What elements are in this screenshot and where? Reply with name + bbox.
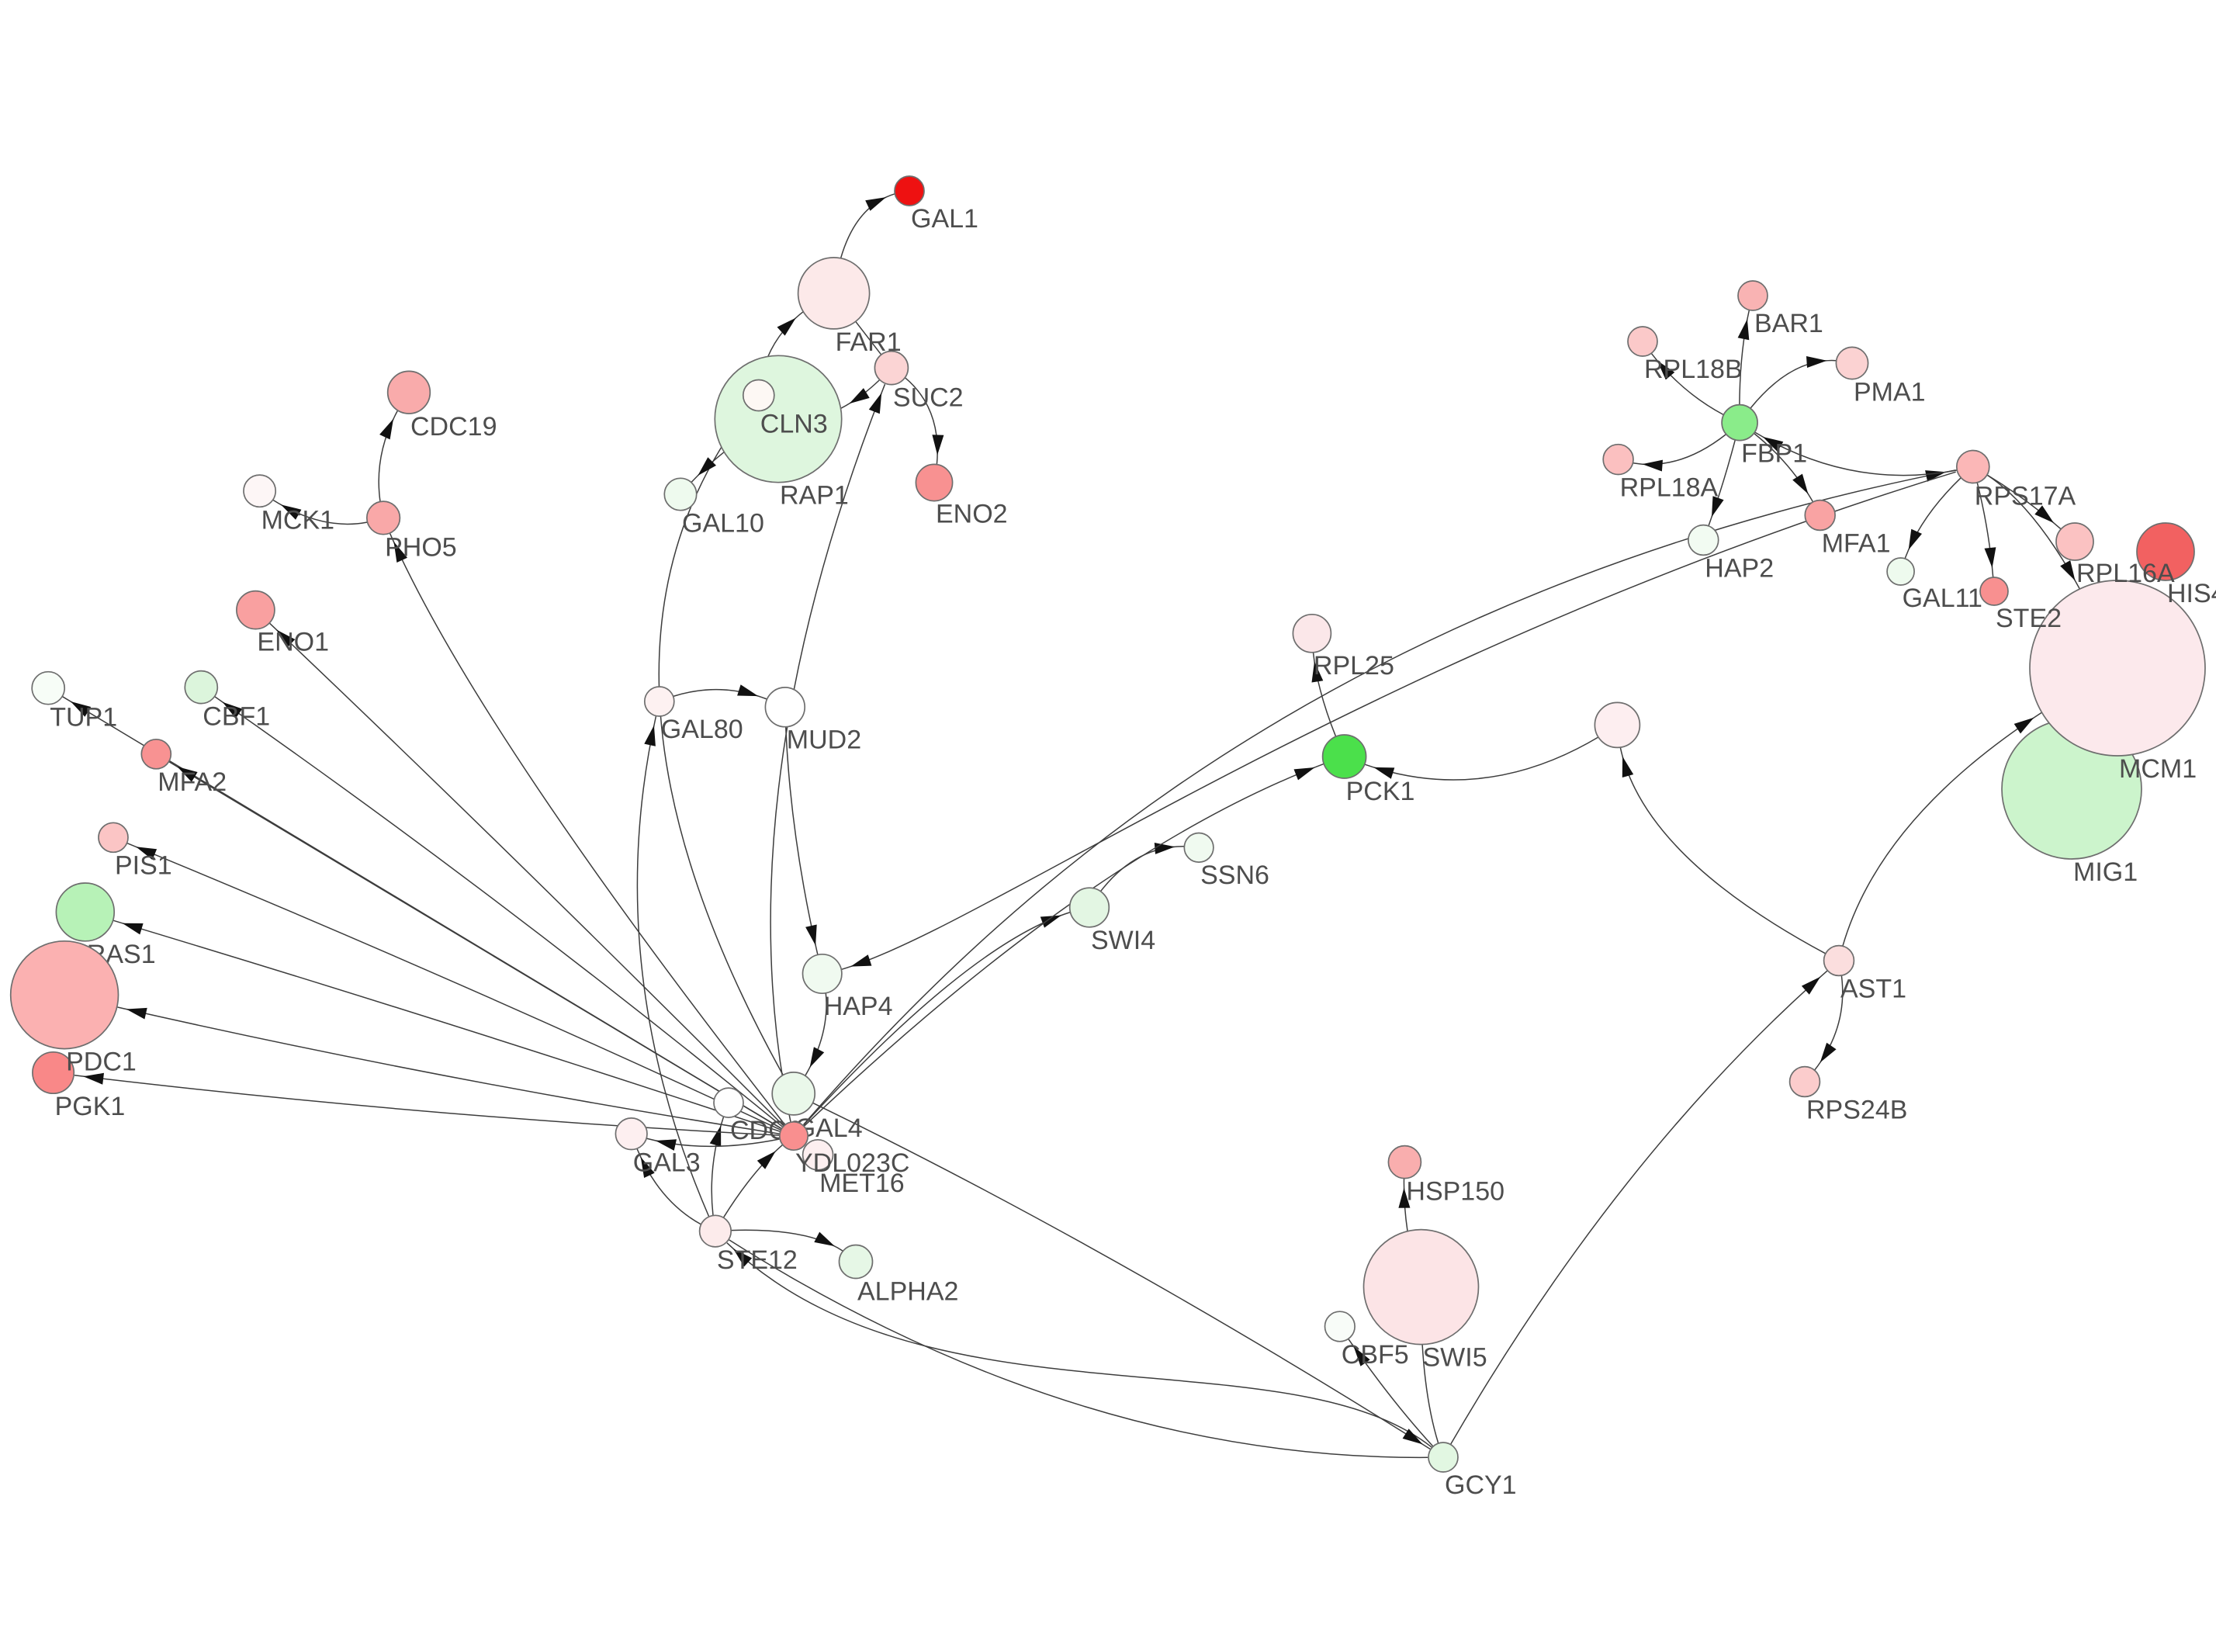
svg-text:SUC2: SUC2 <box>893 383 964 413</box>
svg-text:MCK1: MCK1 <box>261 505 334 535</box>
svg-text:RPL16A: RPL16A <box>2076 559 2175 588</box>
svg-text:GAL1: GAL1 <box>911 204 978 234</box>
svg-text:FAR1: FAR1 <box>836 327 902 357</box>
svg-text:HAP4: HAP4 <box>824 992 893 1021</box>
svg-text:HSP150: HSP150 <box>1406 1177 1504 1207</box>
svg-text:RPL18A: RPL18A <box>1620 473 1719 503</box>
svg-text:GAL10: GAL10 <box>682 509 764 539</box>
svg-text:MFA2: MFA2 <box>158 767 227 797</box>
svg-text:RAP1: RAP1 <box>780 481 849 511</box>
svg-text:MUD2: MUD2 <box>787 726 861 755</box>
svg-text:RPS24B: RPS24B <box>1806 1095 1907 1124</box>
svg-text:AST1: AST1 <box>1840 974 1906 1003</box>
svg-text:TUP1: TUP1 <box>50 703 117 732</box>
svg-text:PCK1: PCK1 <box>1346 777 1415 806</box>
svg-text:PGK1: PGK1 <box>55 1092 126 1121</box>
svg-text:GAL80: GAL80 <box>661 715 743 744</box>
svg-text:RPS17A: RPS17A <box>1975 482 2076 511</box>
svg-text:CBF5: CBF5 <box>1342 1340 1409 1370</box>
svg-text:PMA1: PMA1 <box>1854 378 1926 407</box>
svg-text:PDC1: PDC1 <box>66 1048 137 1077</box>
svg-text:CDC19: CDC19 <box>410 412 497 442</box>
svg-text:CBF1: CBF1 <box>203 702 270 732</box>
svg-text:PIS1: PIS1 <box>115 850 172 880</box>
svg-text:SWI4: SWI4 <box>1091 926 1155 955</box>
svg-text:ALPHA2: ALPHA2 <box>857 1277 958 1307</box>
svg-text:GAL11: GAL11 <box>1903 584 1982 613</box>
svg-text:STE2: STE2 <box>1996 604 2062 633</box>
svg-text:GCY1: GCY1 <box>1445 1470 1517 1500</box>
svg-text:MCM1: MCM1 <box>2119 754 2197 784</box>
svg-text:CLN3: CLN3 <box>760 410 828 439</box>
svg-text:RPL25: RPL25 <box>1314 651 1394 681</box>
svg-text:PHO5: PHO5 <box>385 533 457 563</box>
svg-text:FBP1: FBP1 <box>1741 439 1807 469</box>
svg-text:YDL023C: YDL023C <box>795 1148 909 1178</box>
svg-text:MFA1: MFA1 <box>1822 528 1891 558</box>
svg-text:SSN6: SSN6 <box>1200 861 1269 890</box>
svg-text:HIS4: HIS4 <box>2167 579 2216 608</box>
svg-text:ENO2: ENO2 <box>936 500 1008 529</box>
svg-text:MET16: MET16 <box>819 1169 905 1198</box>
svg-text:STE12: STE12 <box>717 1245 798 1275</box>
svg-text:GAL3: GAL3 <box>633 1148 701 1178</box>
svg-text:SWI5: SWI5 <box>1423 1343 1487 1373</box>
svg-text:BAR1: BAR1 <box>1754 309 1823 338</box>
svg-text:MIG1: MIG1 <box>2073 857 2138 887</box>
svg-text:HAP2: HAP2 <box>1705 553 1774 583</box>
svg-text:ENO1: ENO1 <box>257 628 329 657</box>
svg-text:RPL18B: RPL18B <box>1644 355 1743 384</box>
